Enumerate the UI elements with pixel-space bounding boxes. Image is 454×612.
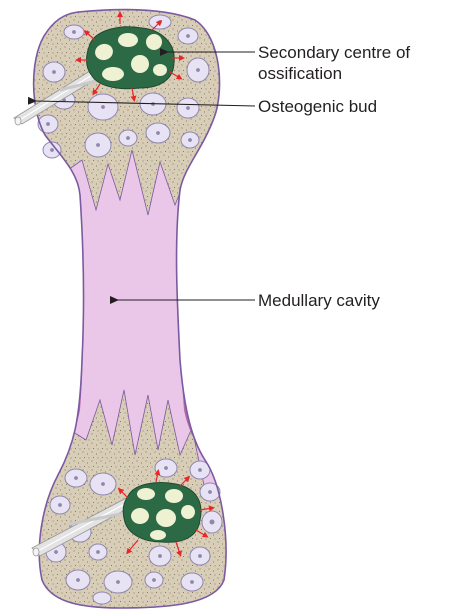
secondary-ossification-centre-lower [123,483,201,543]
label-secondary-centre-line2: ossification [258,63,410,84]
label-medullary-cavity: Medullary cavity [258,290,380,311]
periosteal-collar-left-inner [30,175,75,465]
label-secondary-centre-line1: Secondary centre of [258,42,410,63]
secondary-ossification-centre-upper [87,27,175,89]
periosteal-collar-right-inner [188,160,230,458]
periosteal-collar-right [180,150,230,470]
label-osteogenic-bud: Osteogenic bud [258,96,377,117]
label-secondary-centre: Secondary centre of ossification [258,42,410,84]
